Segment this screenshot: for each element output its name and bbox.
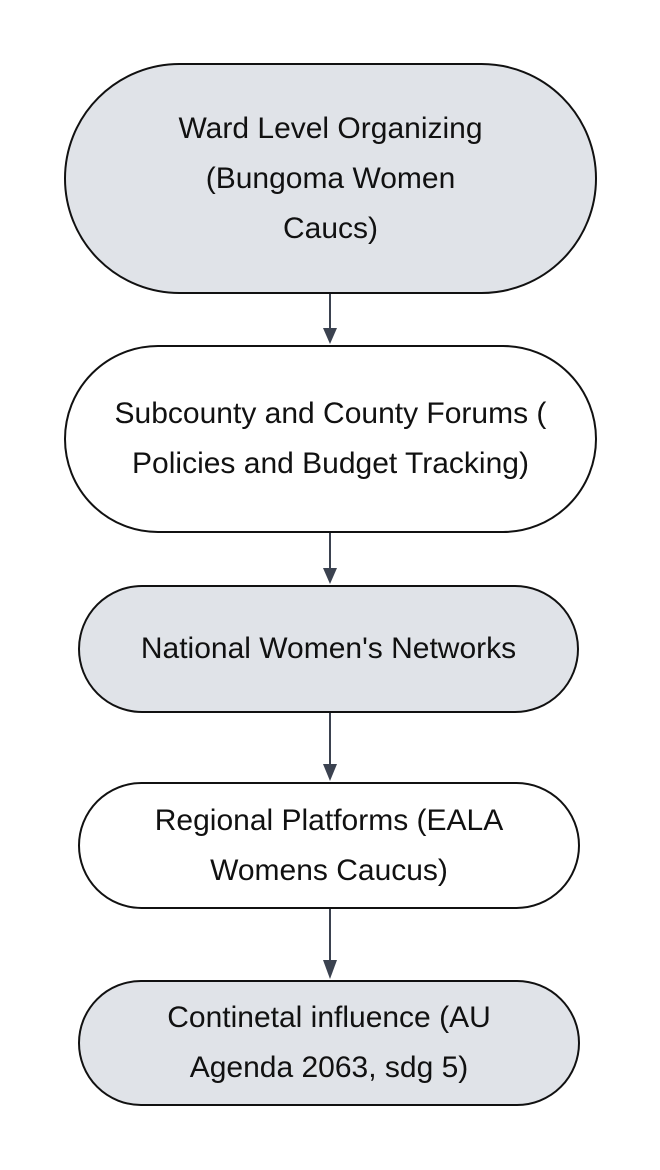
node-subcounty-county-forums: Subcounty and County Forums ( Policies a… xyxy=(64,345,597,533)
node-continental-influence: Continetal influence (AU Agenda 2063, sd… xyxy=(78,980,580,1106)
node-label: National Women's Networks xyxy=(140,632,517,665)
node-national-womens-networks: National Women's Networks xyxy=(78,585,579,713)
node-label: Ward Level Organizing (Bungoma Women Cau… xyxy=(178,111,483,245)
node-ward-level-organizing: Ward Level Organizing (Bungoma Women Cau… xyxy=(64,63,597,294)
node-label: Subcounty and County Forums ( Policies a… xyxy=(114,397,547,480)
node-label: Continetal influence (AU Agenda 2063, sd… xyxy=(167,1001,491,1084)
node-label: Regional Platforms (EALA Womens Caucus) xyxy=(154,803,504,887)
arrowhead-icon xyxy=(323,568,337,584)
arrowhead-icon xyxy=(323,764,337,781)
arrowhead-icon xyxy=(323,328,337,344)
arrowhead-icon xyxy=(323,960,337,979)
node-regional-platforms: Regional Platforms (EALA Womens Caucus) xyxy=(78,782,580,909)
